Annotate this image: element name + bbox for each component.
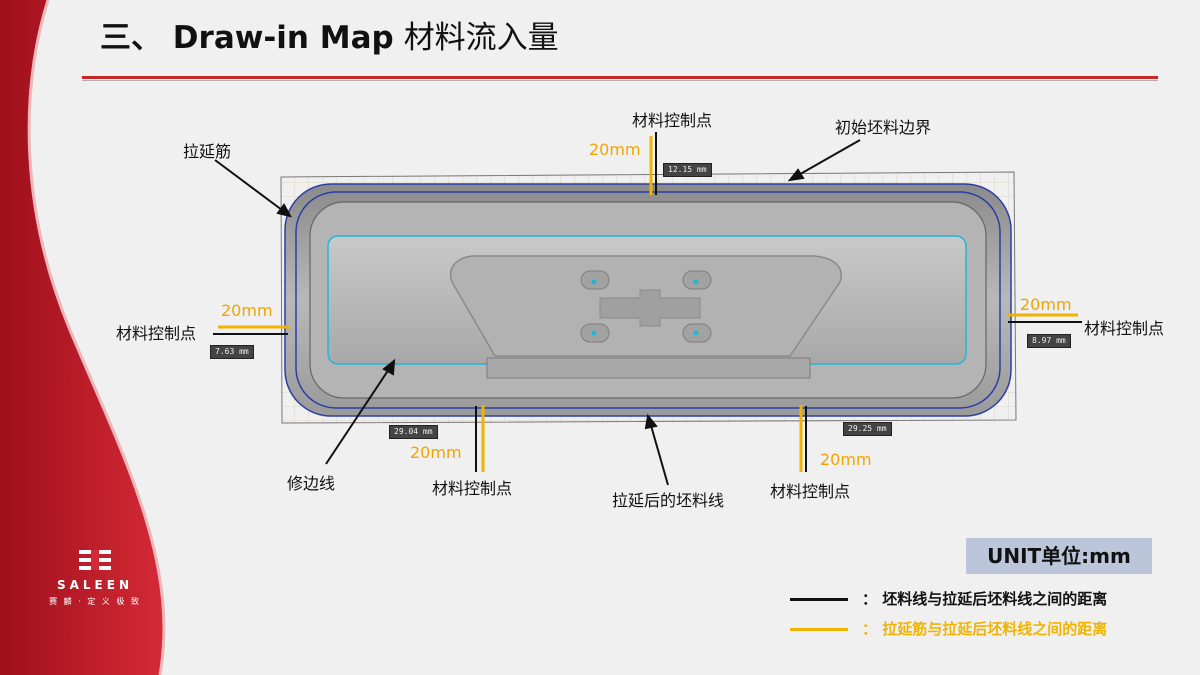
dim-right: 20mm [1020, 295, 1072, 314]
label-control-point-bottom-right: 材料控制点 [770, 482, 851, 501]
dim-bottom-left: 20mm [410, 443, 462, 462]
title-cn: 材料流入量 [403, 20, 559, 56]
measure-tag-bottom-right: 29.25 mm [843, 422, 892, 436]
logo-word: SALEEN [56, 578, 133, 592]
legend-text-black: ： 坯料线与拉延后坯料线之间的距离 [862, 590, 1108, 608]
label-control-point-bottom-left: 材料控制点 [432, 479, 513, 498]
dim-left: 20mm [221, 301, 273, 320]
cross-feature [599, 289, 701, 327]
dim-top: 20mm [589, 140, 641, 159]
label-control-point-right: 材料控制点 [1084, 319, 1165, 338]
legend-line-black [790, 598, 848, 601]
title-rule-shadow [82, 80, 1158, 81]
saleen-logo: SALEEN 赛 麟 · 定 义 极 致 [36, 548, 154, 607]
legend-text-orange: ： 拉延筋与拉延后坯料线之间的距离 [862, 620, 1108, 638]
bottom-bar [486, 357, 811, 379]
legend-row-black: ： 坯料线与拉延后坯料线之间的距离 [790, 588, 1170, 610]
measure-tag-left: 7.63 mm [210, 345, 254, 359]
dim-bottom-right: 20mm [820, 450, 872, 469]
measure-tag-right: 8.97 mm [1027, 334, 1071, 348]
saleen-emblem-icon [79, 550, 111, 570]
legend-line-orange [790, 628, 848, 631]
legend-row-orange: ： 拉延筋与拉延后坯料线之间的距离 [790, 618, 1170, 640]
title-rule [82, 76, 1158, 79]
label-control-point-top: 材料控制点 [632, 111, 713, 130]
drawbead-outline [295, 191, 1001, 409]
measure-tag-bottom-left: 29.04 mm [389, 425, 438, 439]
title-prefix: 三、 Draw-in Map [100, 20, 394, 56]
label-blank-after-draw: 拉延后的坯料线 [612, 491, 725, 510]
unit-box: UNIT单位:mm [966, 538, 1152, 574]
label-initial-blank-edge: 初始坯料边界 [835, 118, 932, 137]
measure-tag-top: 12.15 mm [663, 163, 712, 177]
label-control-point-left: 材料控制点 [116, 324, 197, 343]
label-drawbead: 拉延筋 [183, 142, 232, 161]
label-trim-line: 修边线 [287, 474, 336, 493]
logo-sub: 赛 麟 · 定 义 极 致 [49, 597, 141, 606]
